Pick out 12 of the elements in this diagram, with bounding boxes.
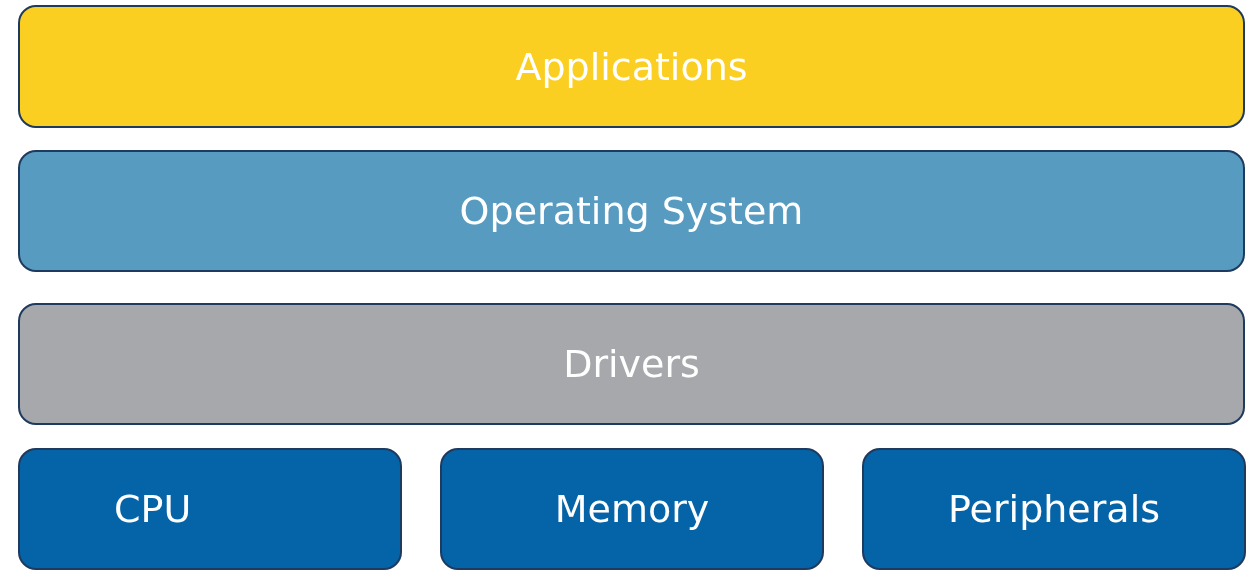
layer-box [440, 448, 824, 570]
layer-label: Drivers [563, 342, 700, 386]
layer-label: Applications [515, 44, 748, 89]
layer-box [18, 448, 402, 570]
layer-label: CPU [114, 487, 192, 531]
layer-box [18, 303, 1245, 425]
layer-box [862, 448, 1246, 570]
layer-label: Peripherals [948, 487, 1160, 531]
layer-box [18, 5, 1245, 128]
layer-box [18, 150, 1245, 272]
layer-label: Memory [554, 487, 710, 531]
layer-label: Operating System [459, 189, 804, 233]
